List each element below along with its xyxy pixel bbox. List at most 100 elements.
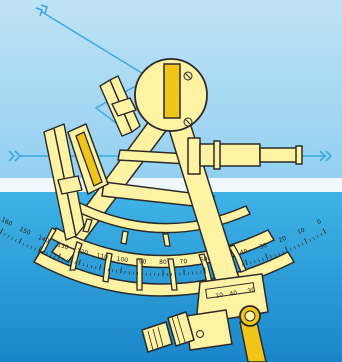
drum-grip-lines (147, 314, 186, 351)
arc-scale-label: 20 (278, 235, 288, 244)
arc-minor-tick (62, 257, 64, 261)
index-mirror (163, 63, 181, 119)
arc-minor-tick (262, 257, 264, 261)
shade-hinge (57, 175, 83, 195)
telescope (187, 137, 303, 175)
horizon-shades (43, 123, 85, 241)
arc-minor-tick (270, 255, 272, 259)
arc-minor-tick (107, 268, 109, 272)
horizon-mirror-assembly (67, 122, 109, 196)
arc-major-tick (265, 253, 268, 260)
arc-minor-tick (313, 237, 315, 240)
arc-minor-tick (320, 233, 323, 237)
arc-minor-tick (74, 261, 76, 265)
arc-minor-tick (26, 244, 29, 248)
arc-minor-tick (301, 242, 304, 246)
horizon-mirror (75, 131, 103, 187)
double-chevron-right-icon (319, 150, 333, 162)
arc-minor-tick (82, 263, 84, 267)
arc-tick-marks (0, 228, 327, 277)
drum-knob (141, 321, 173, 353)
arc-minor-tick (50, 253, 52, 257)
arc-minor-tick (3, 233, 6, 237)
arc-minor-tick (14, 238, 17, 242)
arc-scale-label: 90 (139, 258, 147, 265)
telescope-tube (199, 143, 261, 167)
arc-minor-tick (91, 265, 93, 269)
arc-major-tick (0, 228, 4, 235)
arc-scale-label: 150 (18, 226, 32, 237)
arc-major-tick (38, 246, 42, 253)
pivot-screw (196, 330, 204, 338)
arc-scale-labels: 1601501401301201101009080706050403020100 (0, 216, 323, 266)
arc-minor-tick (42, 250, 44, 254)
arc-scale-label: 0 (316, 218, 323, 226)
clamp-plate (185, 309, 233, 351)
vernier-scale: 10 40 30 (205, 282, 256, 300)
index-shades (99, 75, 141, 137)
arc-minor-tick (293, 245, 296, 249)
micrometer-drum (141, 311, 195, 353)
arc-scale-label: 140 (37, 234, 50, 245)
arc-major-tick (120, 267, 122, 274)
arc-minor-tick (282, 250, 284, 254)
arc-minor-tick (274, 253, 276, 257)
arc-scale-label: 30 (259, 242, 269, 251)
telescope-mount (187, 137, 201, 175)
arc-major-tick (303, 238, 308, 244)
arc-major-tick (204, 267, 206, 274)
arc-major-tick (245, 259, 248, 266)
arc-minor-tick (46, 252, 48, 256)
arc-minor-tick (7, 235, 10, 239)
arc-minor-tick (103, 267, 105, 271)
arc-scale-label: 160 (0, 216, 13, 228)
arc-major-tick (284, 246, 288, 253)
arc-minor-tick (290, 247, 292, 251)
arc-minor-tick (34, 247, 36, 251)
telescope-collar (213, 140, 221, 170)
double-chevron-right-icon (35, 4, 49, 17)
arc-scale-label: 10 (296, 226, 306, 236)
arc-scale-label: 70 (179, 258, 187, 265)
arc-major-tick (58, 253, 61, 260)
vernier-window (205, 282, 256, 299)
shade-hinge (111, 97, 137, 117)
vernier-label: 40 (229, 289, 238, 297)
arc-scale-label: 130 (56, 241, 69, 251)
arc-scale-label: 60 (199, 256, 208, 264)
arc-scale-label: 100 (116, 256, 128, 264)
arc-minor-tick (258, 258, 260, 262)
arc-scale-label: 110 (96, 252, 109, 261)
double-chevron-right-icon (8, 150, 22, 162)
arc-scale-label: 80 (159, 259, 167, 266)
arc-minor-tick (95, 266, 97, 270)
arc-minor-tick (30, 245, 33, 249)
handle-screw-center (244, 310, 256, 322)
arc-spokes (38, 218, 247, 291)
arc-minor-tick (22, 242, 25, 246)
arc-minor-tick (86, 264, 89, 268)
arc-minor-tick (11, 237, 13, 240)
arc-minor-tick (66, 258, 68, 262)
arc-minor-tick (250, 261, 252, 265)
vernier-label: 30 (247, 286, 256, 294)
arc-minor-tick (54, 255, 56, 259)
eyepiece-ring (295, 145, 303, 165)
arc-major-tick (18, 238, 23, 244)
arc-minor-tick (70, 260, 72, 264)
arc-minor-tick (237, 264, 240, 268)
vernier-label: 10 (215, 291, 224, 299)
arc-minor-tick (254, 260, 256, 264)
arc-major-tick (99, 264, 102, 271)
arc-major-tick (322, 228, 327, 235)
index-mirror-assembly (134, 58, 208, 132)
arc-scale-label: 120 (76, 247, 89, 257)
telescope-eyepiece (259, 147, 301, 163)
arc-minor-tick (309, 238, 312, 242)
arc-scale-label: 40 (239, 248, 248, 257)
arc-major-tick (78, 259, 81, 266)
arc-minor-tick (278, 252, 280, 256)
arc-minor-tick (316, 235, 319, 239)
